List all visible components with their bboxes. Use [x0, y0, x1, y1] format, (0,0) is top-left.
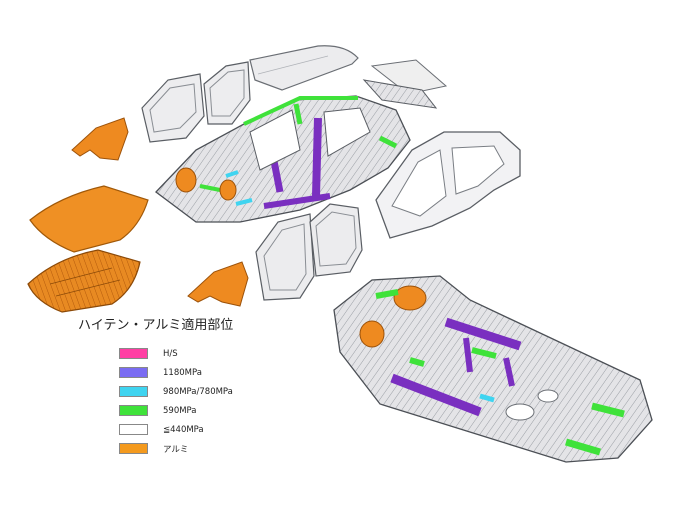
underbody-floor-assembly — [333, 275, 653, 463]
roof-panel — [249, 45, 359, 91]
rear-upper-panel — [362, 59, 448, 109]
front-left-door-upper — [141, 73, 205, 143]
body-in-white-main — [155, 95, 411, 223]
hood-inner-aluminum — [27, 249, 141, 313]
body-side-outer-panel — [375, 131, 521, 239]
front-fender-upper-aluminum — [71, 117, 129, 161]
front-fender-lower-aluminum — [187, 261, 249, 307]
front-side-door-lower — [255, 213, 315, 301]
rear-left-door-upper — [203, 61, 251, 125]
rear-side-door-lower — [309, 203, 363, 277]
hood-outer-aluminum — [29, 185, 149, 253]
